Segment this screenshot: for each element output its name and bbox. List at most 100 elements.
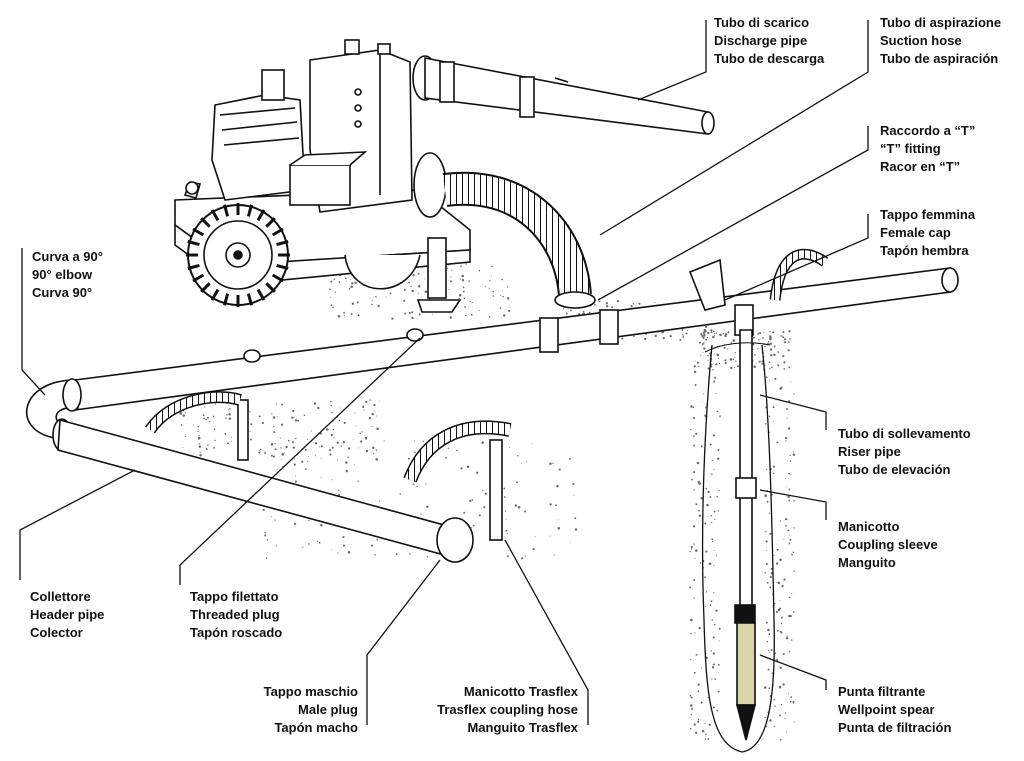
gravel-dot xyxy=(449,316,452,319)
gravel-dot xyxy=(449,280,453,283)
gravel-dot xyxy=(774,652,777,654)
gravel-dot xyxy=(569,542,571,543)
gravel-dot xyxy=(782,355,785,358)
gravel-dot xyxy=(569,457,571,460)
gravel-dot xyxy=(768,415,771,417)
gravel-dot xyxy=(330,296,332,298)
gravel-dot xyxy=(271,516,273,518)
gravel-dot xyxy=(780,616,783,619)
gravel-dot xyxy=(693,723,696,726)
gravel-dot xyxy=(363,409,365,411)
gravel-dot xyxy=(374,554,376,556)
gravel-dot xyxy=(718,640,720,642)
gravel-dot xyxy=(681,328,684,332)
gravel-dot xyxy=(503,314,506,317)
gravel-dot xyxy=(426,556,429,558)
gravel-dot xyxy=(698,626,701,630)
gravel-dot xyxy=(272,416,276,419)
gravel-dot xyxy=(779,630,782,633)
gravel-dot xyxy=(710,329,713,332)
label-es: Curva 90° xyxy=(32,285,93,300)
gravel-dot xyxy=(329,288,331,291)
pump-unit xyxy=(174,39,471,313)
gravel-dot xyxy=(662,336,665,340)
gravel-dot xyxy=(765,468,768,471)
gravel-dot xyxy=(197,430,199,432)
gravel-dot xyxy=(281,458,283,460)
gravel-dot xyxy=(707,490,710,494)
gravel-dot xyxy=(765,531,767,533)
gravel-dot xyxy=(779,558,782,561)
gravel-dot xyxy=(594,303,596,306)
gravel-dot xyxy=(598,300,601,303)
gravel-dot xyxy=(707,515,709,517)
gravel-dot xyxy=(337,315,341,318)
gravel-dot xyxy=(271,413,273,415)
gravel-dot xyxy=(712,706,716,709)
gravel-dot xyxy=(330,280,333,283)
gravel-dot xyxy=(778,685,782,689)
label-en: Header pipe xyxy=(30,607,105,622)
gravel-dot xyxy=(399,493,402,495)
gravel-dot xyxy=(714,333,716,335)
gravel-dot xyxy=(212,415,215,418)
gravel-dot xyxy=(357,314,360,317)
gravel-dot xyxy=(792,451,794,453)
gravel-dot xyxy=(514,504,517,507)
gravel-dot xyxy=(294,419,298,422)
gravel-dot xyxy=(707,367,710,370)
gravel-dot xyxy=(418,313,421,316)
gravel-dot xyxy=(690,428,692,431)
gravel-dot xyxy=(360,440,363,443)
gravel-dot xyxy=(409,553,411,555)
gravel-dot xyxy=(606,305,608,307)
tyre-tread xyxy=(246,293,253,306)
gravel-dot xyxy=(505,529,508,532)
gravel-dot xyxy=(460,278,461,280)
gravel-dot xyxy=(484,492,487,495)
gravel-dot xyxy=(689,550,691,553)
gravel-dot xyxy=(460,265,462,268)
gravel-dot xyxy=(701,401,703,402)
gravel-dot xyxy=(295,475,296,477)
gravel-dot xyxy=(783,361,786,364)
gravel-dot xyxy=(276,403,278,405)
gravel-dot xyxy=(308,455,310,457)
gravel-dot xyxy=(371,412,374,416)
trench-edge xyxy=(704,342,771,353)
gravel-dot xyxy=(793,570,795,572)
gravel-dot xyxy=(273,431,276,434)
gravel-dot xyxy=(693,543,695,545)
gravel-dot xyxy=(713,380,716,383)
gravel-dot xyxy=(552,462,554,464)
gravel-dot xyxy=(492,295,495,297)
gravel-dot xyxy=(715,554,718,556)
label-en: Suction hose xyxy=(880,33,962,48)
gravel-dot xyxy=(719,333,722,337)
gravel-dot xyxy=(531,443,533,445)
gravel-dot xyxy=(478,514,481,517)
gravel-dot xyxy=(755,363,757,364)
tyre-tread xyxy=(187,240,200,247)
gravel-dot xyxy=(712,368,714,371)
label-es: Manguito Trasflex xyxy=(467,720,578,735)
gravel-dot xyxy=(630,305,633,308)
gravel-dot xyxy=(228,417,232,420)
gravel-dot xyxy=(716,410,719,413)
label-riser-pipe: Tubo di sollevamento Riser pipe Tubo de … xyxy=(838,425,971,479)
gravel-dot xyxy=(734,367,736,368)
gravel-dot xyxy=(231,440,233,442)
gravel-dot xyxy=(329,453,332,455)
gravel-dot xyxy=(230,436,232,438)
tyre-tread xyxy=(200,282,211,293)
gravel-dot xyxy=(277,416,279,418)
gravel-dot xyxy=(354,412,356,414)
gravel-dot xyxy=(508,309,511,312)
gravel-dot xyxy=(710,515,712,517)
gravel-dot xyxy=(769,368,771,370)
gravel-dot xyxy=(691,707,693,710)
gravel-dot xyxy=(718,627,721,630)
gravel-dot xyxy=(781,585,784,588)
gravel-dot xyxy=(703,347,706,350)
gravel-dot xyxy=(411,289,414,293)
